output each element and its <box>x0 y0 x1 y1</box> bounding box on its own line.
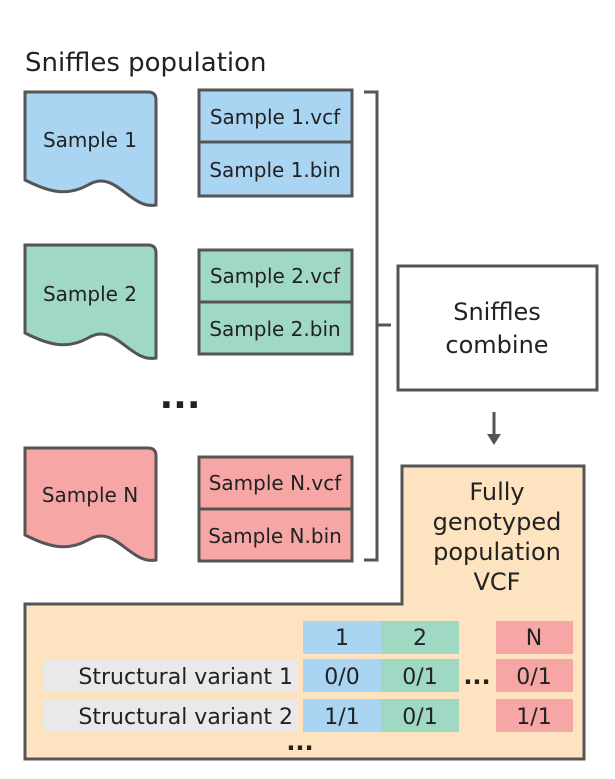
sample-1-shape <box>23 90 158 207</box>
sample-n-label: Sample N <box>42 483 138 507</box>
sniffles-combine-box: Sniffles combine <box>396 264 599 392</box>
column-header-n: N <box>526 626 542 651</box>
sample-gap-ellipsis: ... <box>159 376 200 417</box>
cell-r1-cn: 0/1 <box>516 665 551 690</box>
sample-2-label: Sample 2 <box>43 282 137 306</box>
genotype-table: 1 2 N Structural variant 1 0/0 0/1 0/1 .… <box>44 621 573 756</box>
sample-2-files: Sample 2.vcf Sample 2.bin <box>197 248 354 356</box>
sample-2-vcf: Sample 2.vcf <box>210 264 341 288</box>
combine-line-2: combine <box>445 331 548 359</box>
cell-r2-c1: 1/1 <box>324 705 359 730</box>
combine-bracket <box>364 90 391 562</box>
sample-2-shape <box>23 243 158 360</box>
cell-r1-c2: 0/1 <box>402 665 437 690</box>
row-label-1: Structural variant 1 <box>78 665 293 690</box>
sample-n-document: Sample N <box>23 446 158 562</box>
sample-n-vcf: Sample N.vcf <box>209 471 342 495</box>
sample-1-document: Sample 1 <box>23 90 158 207</box>
output-line-4: VCF <box>474 568 521 596</box>
sample-n-bin: Sample N.bin <box>208 524 342 548</box>
sample-2-document: Sample 2 <box>23 243 158 360</box>
output-line-3: population <box>433 538 561 566</box>
sample-n-files: Sample N.vcf Sample N.bin <box>197 455 354 563</box>
column-ellipsis: ... <box>463 662 490 690</box>
row-label-2: Structural variant 2 <box>78 705 293 730</box>
output-line-2: genotyped <box>433 508 562 536</box>
cell-r2-c2: 0/1 <box>402 705 437 730</box>
diagram-title: Sniffles population <box>25 48 267 78</box>
sample-1-bin: Sample 1.bin <box>209 158 340 182</box>
sample-n-shape <box>23 446 158 562</box>
column-header-2: 2 <box>413 626 427 651</box>
cell-r2-cn: 1/1 <box>516 705 551 730</box>
sample-1-vcf: Sample 1.vcf <box>210 105 341 129</box>
row-ellipsis: ... <box>286 728 313 756</box>
combine-line-1: Sniffles <box>453 298 541 326</box>
sample-1-label: Sample 1 <box>43 128 137 152</box>
column-header-1: 1 <box>335 626 349 651</box>
cell-r1-c1: 0/0 <box>324 665 359 690</box>
output-line-1: Fully <box>469 478 524 506</box>
sample-2-bin: Sample 2.bin <box>209 317 340 341</box>
down-arrow-icon <box>487 412 501 445</box>
sample-1-files: Sample 1.vcf Sample 1.bin <box>197 88 354 198</box>
